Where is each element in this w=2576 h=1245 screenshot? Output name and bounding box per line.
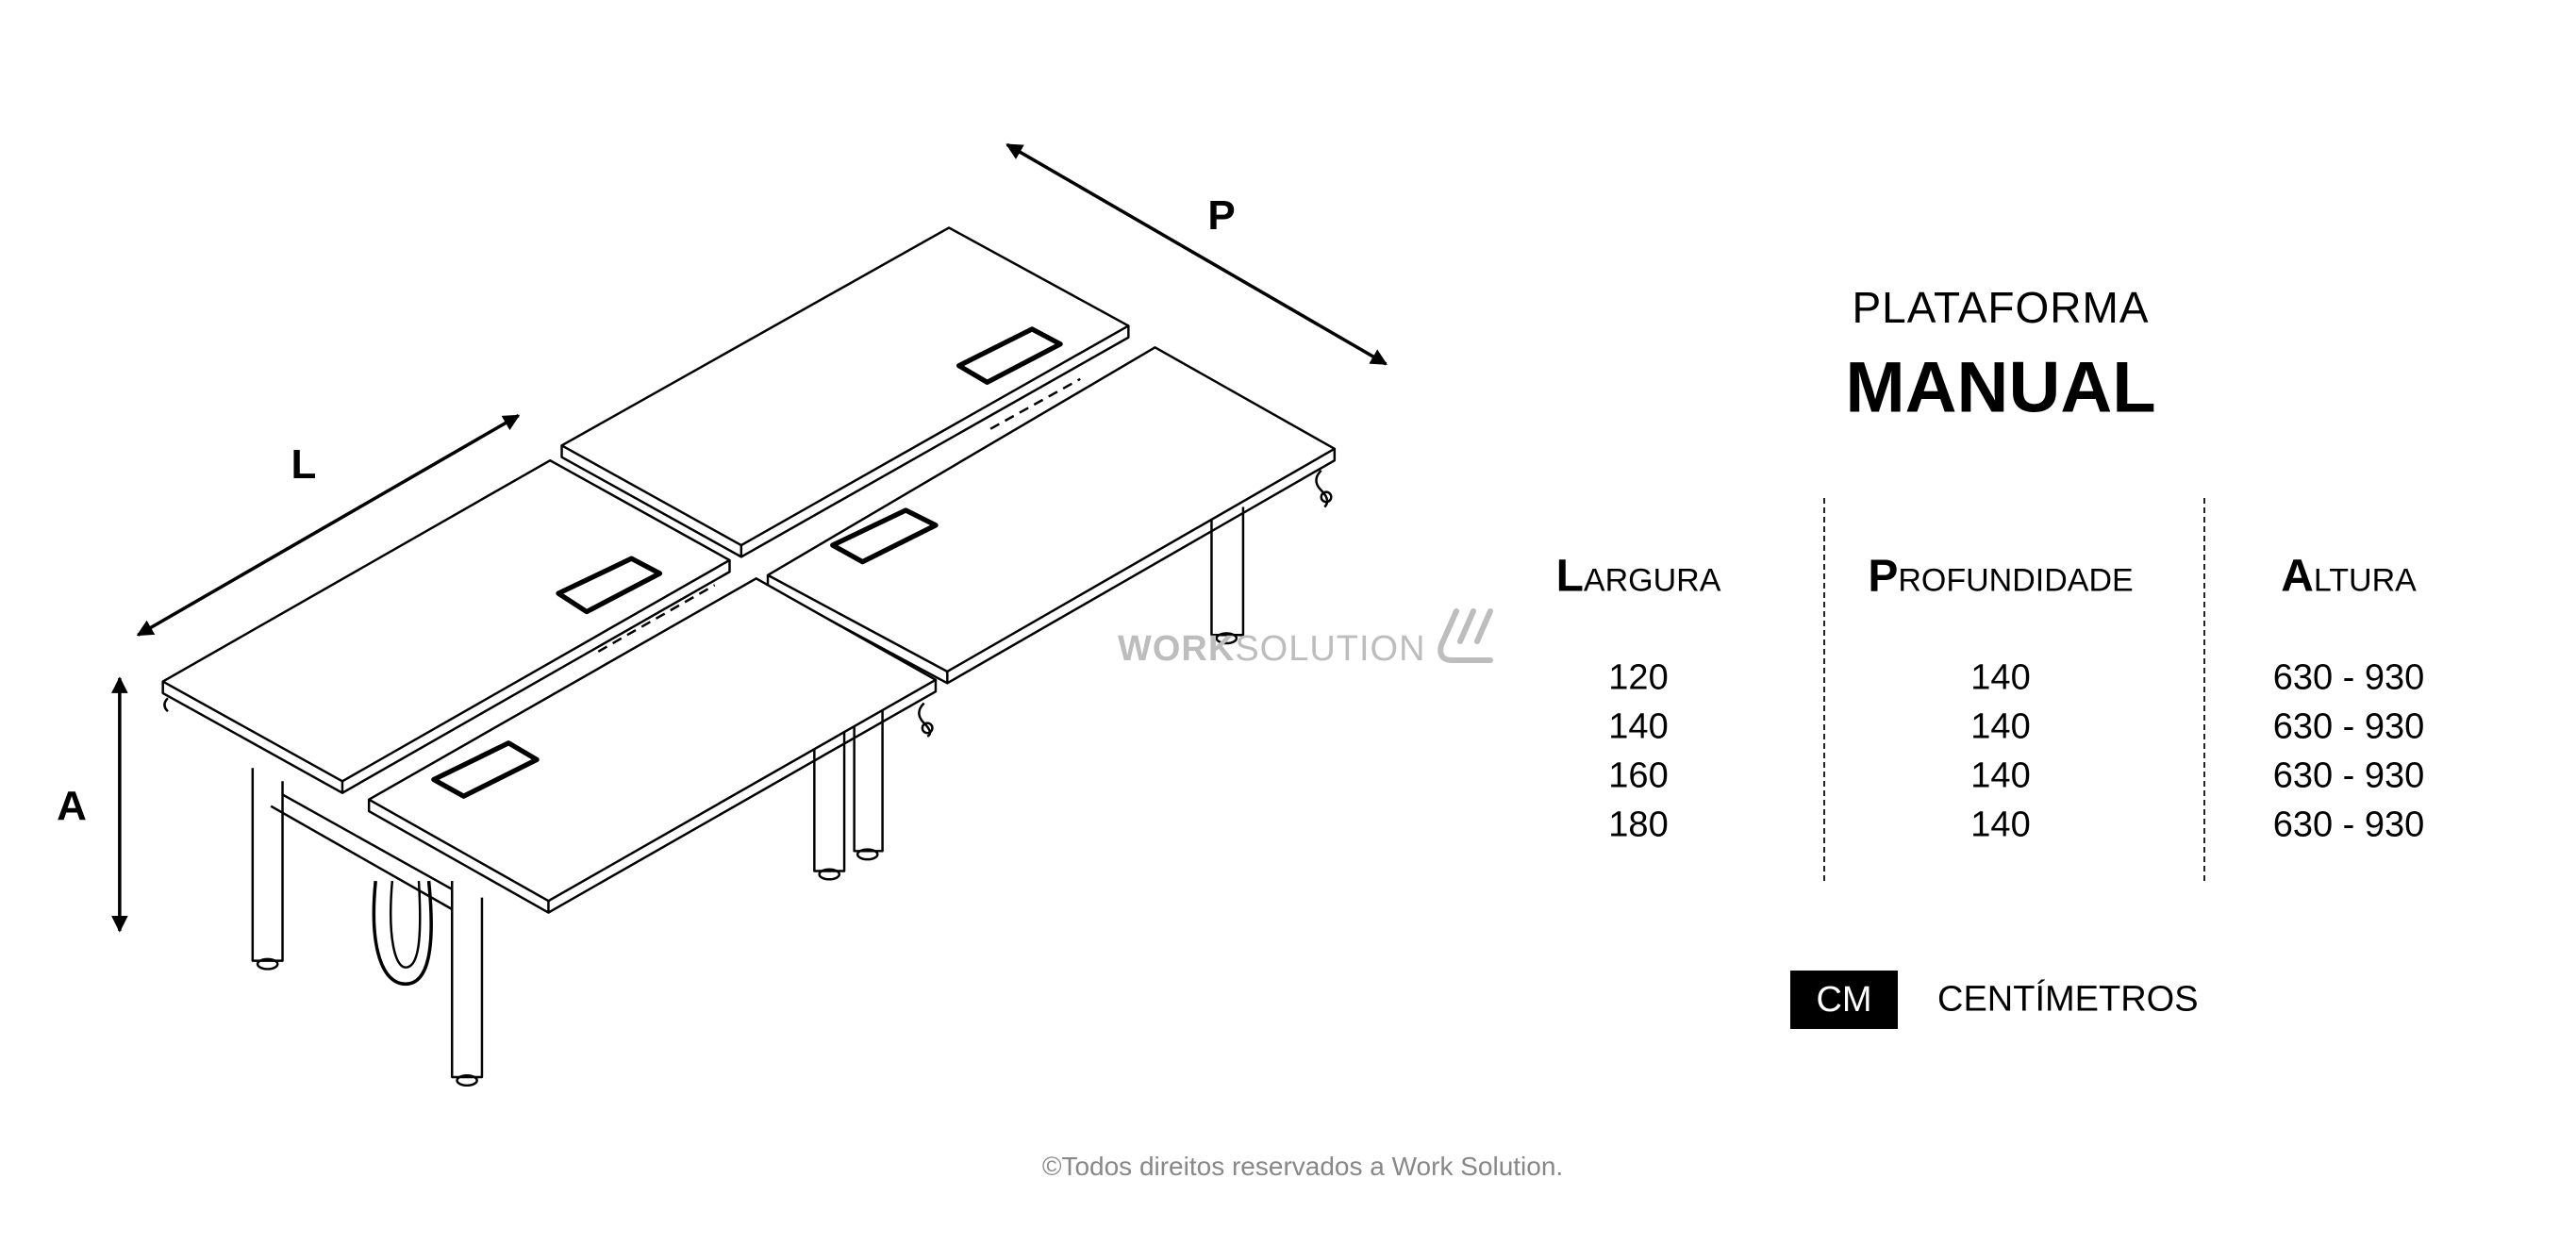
table-cell-altura: 630 - 930 xyxy=(2272,755,2425,796)
column-header-largura: LARGURA xyxy=(1555,551,1721,602)
table-cell-altura: 630 - 930 xyxy=(2272,805,2425,845)
table-cell-largura: 120 xyxy=(1608,657,1669,698)
table-cell-profundidade: 140 xyxy=(1970,805,2031,845)
title-subtitle: PLATAFORMA xyxy=(1852,283,2150,332)
table-cell-largura: 140 xyxy=(1608,706,1669,747)
table-cell-profundidade: 140 xyxy=(1970,706,2031,747)
unit-badge: CM xyxy=(1790,971,1898,1029)
unit-label: CENTÍMETROS xyxy=(1937,979,2199,1020)
work-solution-logo-icon xyxy=(1437,608,1493,663)
column-header-profundidade: PROFUNDIDADE xyxy=(1868,551,2134,602)
watermark-solution-text: SOLUTION xyxy=(1235,629,1426,669)
column-header-altura: ALTURA xyxy=(2281,551,2417,602)
table-cell-profundidade: 140 xyxy=(1970,657,2031,698)
length-dimension-label: L xyxy=(291,441,317,488)
table-cell-largura: 160 xyxy=(1608,755,1669,796)
height-dimension-label: A xyxy=(57,783,87,829)
column-divider xyxy=(2203,498,2205,881)
table-cell-altura: 630 - 930 xyxy=(2272,657,2425,698)
length-arrow xyxy=(136,414,521,637)
table-cell-altura: 630 - 930 xyxy=(2272,706,2425,747)
table-cell-largura: 180 xyxy=(1608,805,1669,845)
depth-arrow xyxy=(1005,142,1388,366)
table-cell-profundidade: 140 xyxy=(1970,755,2031,796)
depth-dimension-label: P xyxy=(1207,192,1236,239)
copyright-footer: ©Todos direitos reservados a Work Soluti… xyxy=(1041,1152,1564,1181)
column-divider xyxy=(1823,498,1825,881)
watermark-work-text: WORK xyxy=(1118,629,1236,669)
title-main: MANUAL xyxy=(1845,347,2156,428)
